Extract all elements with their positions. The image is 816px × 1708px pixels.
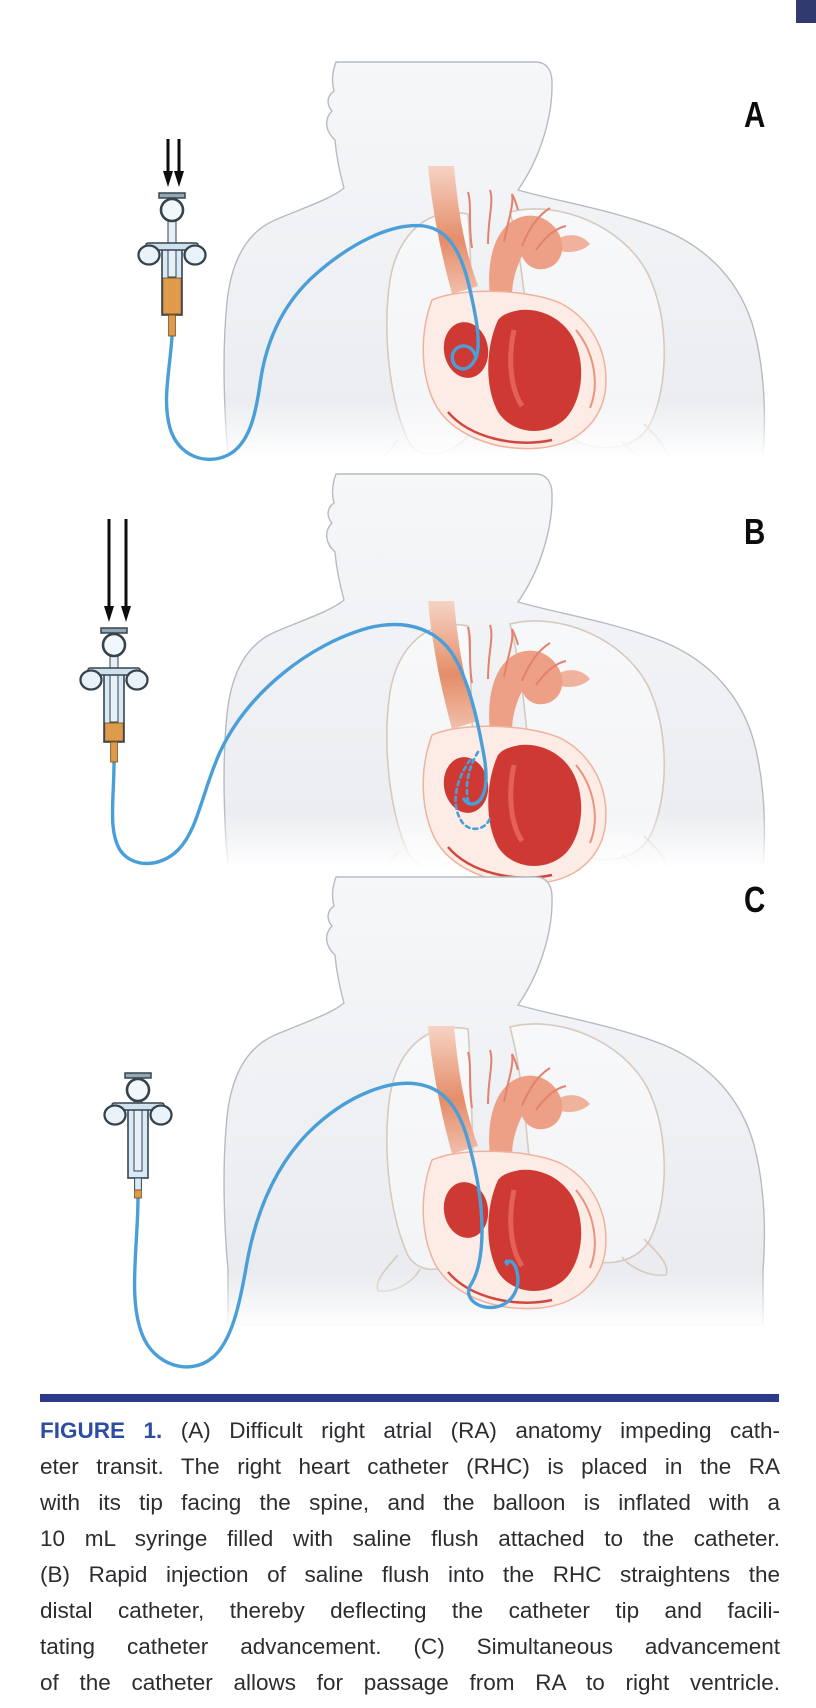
caption-line: with its tip facing the spine, and the b… [40, 1490, 780, 1515]
panel-b [0, 473, 816, 940]
figure-caption: FIGURE 1. (A) Difficult right atrial (RA… [40, 1413, 780, 1701]
caption-line: 10 mL syringe filled with saline flush a… [40, 1526, 780, 1551]
syringe-icon-c [103, 1072, 173, 1199]
syringe-icon-a [137, 192, 207, 337]
down-arrow-icon [102, 517, 116, 624]
caption-line: of the catheter allows for passage from … [40, 1670, 780, 1695]
panel-c-mask [0, 1328, 816, 1392]
caption-line: eter transit. The right heart catheter (… [40, 1454, 780, 1479]
figure-number: FIGURE 1. [40, 1418, 163, 1443]
down-arrow-icon [161, 137, 175, 189]
caption-text: (A) Difficult right atrial (RA) anatomy … [180, 1418, 780, 1443]
panel-c [0, 876, 816, 1392]
caption-line: FIGURE 1. (A) Difficult right atrial (RA… [40, 1413, 780, 1449]
down-arrow-icon [119, 517, 133, 624]
panel-a-fade [0, 400, 816, 458]
panel-a [0, 61, 816, 518]
panel-c-fade [0, 1270, 816, 1330]
catheter-tip-dot [504, 1259, 510, 1265]
catheter-line-c [132, 1081, 520, 1369]
page-corner-mark [796, 0, 816, 23]
caption-line: (B) Rapid injection of saline flush into… [40, 1562, 780, 1587]
caption-line: distal catheter, thereby deflecting the … [40, 1598, 780, 1623]
catheter-line-b [110, 622, 488, 866]
down-arrow-icon [172, 137, 186, 189]
panel-label-c: C [744, 879, 766, 920]
caption-divider-rule [40, 1394, 779, 1402]
syringe-icon-b [79, 627, 149, 763]
panel-label-b: B [744, 511, 766, 552]
caption-line: tating catheter advancement. (C) Simulta… [40, 1634, 780, 1659]
panel-b-fade [0, 812, 816, 868]
figure-illustration [0, 61, 816, 1392]
catheter-line-a [164, 223, 480, 462]
catheter-motion-dashes [454, 758, 492, 831]
panel-label-a: A [744, 94, 766, 135]
catheter-motion-dashes [465, 750, 480, 806]
